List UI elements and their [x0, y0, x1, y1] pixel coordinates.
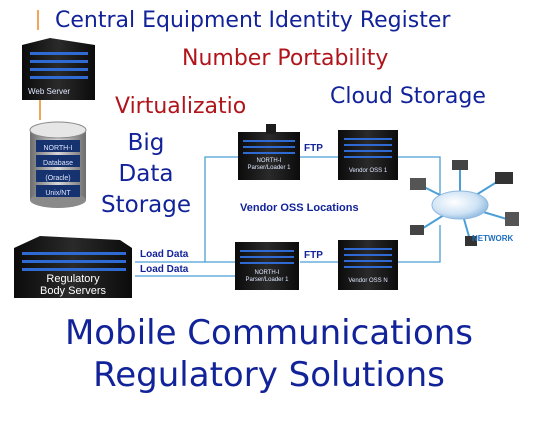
- parser-top-label-2: Parser/Loader 1: [247, 165, 291, 171]
- db-label-4: Unix/NT: [45, 190, 71, 197]
- vendor-bottom-label: Vendor OSS N: [348, 278, 388, 284]
- cloud-storage-title: Cloud Storage: [330, 84, 486, 109]
- network-label: NETWORK: [472, 234, 514, 243]
- connector-lines: [135, 156, 441, 277]
- footer-line-1: Mobile Communications: [64, 313, 474, 353]
- big-data-storage-title: Big Data Storage: [98, 128, 194, 221]
- ftp-top-label: FTP: [304, 143, 323, 154]
- web-server-icon: [22, 38, 95, 100]
- regulatory-label-1: Regulatory: [46, 273, 100, 285]
- footer-line-2: Regulatory Solutions: [93, 355, 445, 395]
- parser-bottom-label-1: NORTH-I: [254, 270, 280, 276]
- vendor-locations-label: Vendor OSS Locations: [240, 202, 359, 214]
- regulatory-servers-label: Regulatory Body Servers: [14, 273, 132, 297]
- db-label-1: NORTH-I: [43, 145, 73, 152]
- load-data-label-2: Load Data: [140, 264, 189, 275]
- big-data-line-3: Storage: [101, 192, 191, 218]
- ftp-bottom-label: FTP: [304, 250, 323, 261]
- big-data-line-1: Big: [127, 130, 165, 156]
- parser-loader-bottom-icon: [235, 242, 299, 290]
- virtualization-title: Virtualizatio: [115, 94, 247, 119]
- number-portability-title: Number Portability: [182, 46, 389, 71]
- web-server-label: Web Server: [28, 87, 71, 96]
- regulatory-label-2: Body Servers: [39, 285, 107, 297]
- database-labels: NORTH-I Database (Oracle) Unix/NT: [36, 141, 80, 201]
- parser-bottom-label: NORTH-I Parser/Loader 1: [235, 270, 299, 284]
- parser-bottom-label-2: Parser/Loader 1: [245, 277, 289, 283]
- parser-top-label: NORTH-I Parser/Loader 1: [238, 158, 300, 172]
- vendor-top-label: Vendor OSS 1: [348, 168, 388, 174]
- load-data-label-1: Load Data: [140, 249, 189, 260]
- db-label-3: (Oracle): [45, 175, 71, 182]
- db-label-2: Database: [43, 160, 73, 167]
- ceir-title: Central Equipment Identity Register: [55, 8, 451, 33]
- network-globe-icon: [410, 160, 519, 246]
- regulatory-servers-icon: [14, 236, 132, 298]
- vendor-oss-top-icon: [338, 130, 398, 180]
- database-icon: [29, 121, 87, 208]
- big-data-line-2: Data: [118, 161, 174, 187]
- parser-loader-top-icon: [238, 124, 300, 180]
- vendor-oss-bottom-icon: [338, 240, 398, 290]
- parser-top-label-1: NORTH-I: [256, 158, 282, 164]
